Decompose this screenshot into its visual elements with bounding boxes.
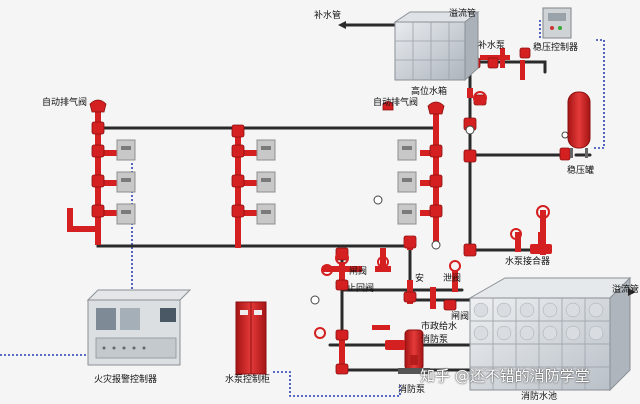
fire-pool-tank [468, 276, 632, 392]
label-pressure-tank: 稳压罐 [567, 166, 595, 176]
label-makeup-pipe: 补水管 [314, 11, 342, 21]
watermark: 知乎 @还不错的消防学堂 [420, 367, 590, 385]
label-pump-adapter: 水泵接合器 [505, 257, 551, 267]
label-fire-pool: 消防水池 [521, 392, 558, 402]
pump-adapter [530, 232, 552, 254]
label-relief-valve: 泄阀 [443, 274, 462, 284]
red-branch-stubs [67, 150, 434, 232]
label-auto-vent-left: 自动排气阀 [42, 98, 88, 108]
label-municipal-supply: 市政给水 [421, 322, 458, 332]
sprinkler-box-details [121, 146, 412, 214]
label-gate-valve-lower: 闸阀 [451, 312, 470, 322]
flow-arrows [338, 21, 636, 296]
label-makeup-pump: 补水泵 [478, 41, 506, 51]
label-fire-pump-bottom: 消防泵 [398, 385, 426, 395]
label-pressure-controller: 稳压控制器 [533, 43, 579, 53]
high-water-tank [393, 10, 480, 82]
label-gate-valve: 闸阀 [349, 267, 368, 277]
signal-lines [0, 20, 605, 397]
label-fire-pump-mid: 消防泵 [421, 335, 449, 345]
pressure-controller-box [542, 7, 572, 39]
label-safety-valve: 安 [415, 274, 425, 284]
fire-alarm-controller-cabinet [86, 289, 192, 366]
pump-control-cabinet-box [235, 301, 267, 375]
fire-pumps [385, 329, 430, 374]
label-overflow-pipe-right: 溢流管 [612, 285, 640, 295]
label-high-tank: 高位水箱 [411, 87, 448, 97]
label-check-valve: 止回阀 [347, 284, 375, 294]
pressure-tank [567, 91, 591, 158]
label-fire-alarm-controller: 火灾报警控制器 [94, 375, 158, 385]
label-overflow-pipe-top: 溢流管 [449, 9, 477, 19]
label-auto-vent-right: 自动排气阀 [373, 98, 419, 108]
auto-vent-valves [89, 99, 445, 115]
label-pump-control-cabinet: 水泵控制柜 [225, 375, 271, 385]
valve-handwheels [314, 91, 550, 339]
